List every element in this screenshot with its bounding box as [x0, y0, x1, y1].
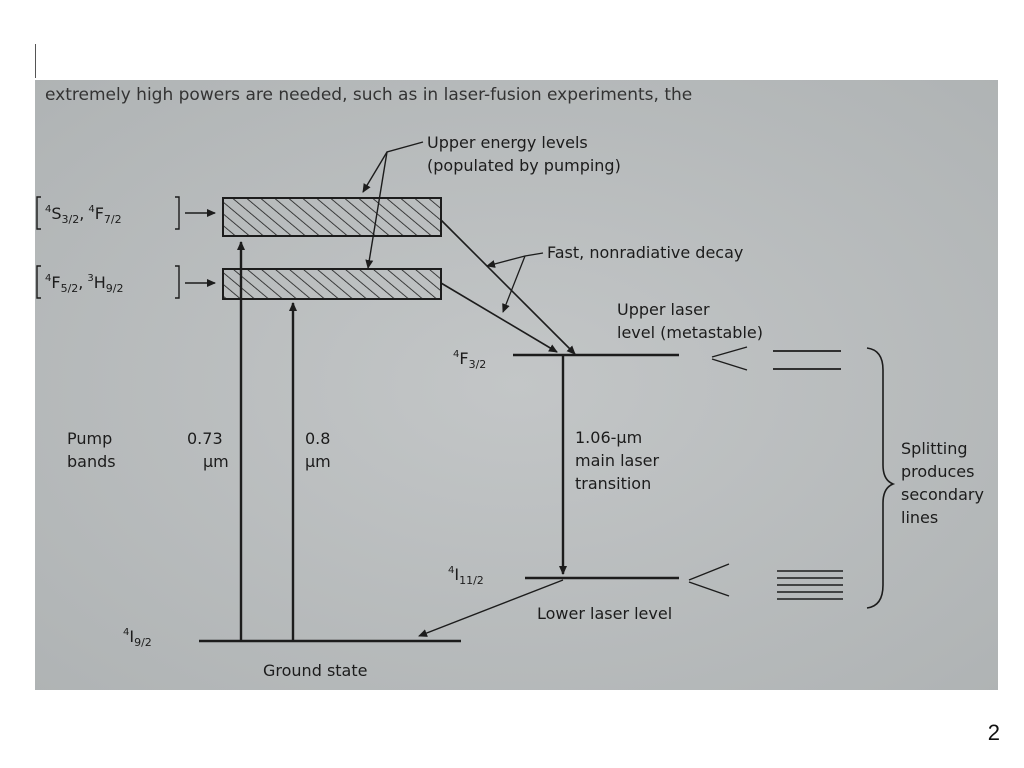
pump-073-line2: μm — [203, 452, 229, 471]
decay-arrow-upper — [440, 219, 576, 355]
upper-energy-levels-label-line2: (populated by pumping) — [427, 156, 621, 175]
energy-level-diagram: extremely high powers are needed, such a… — [35, 80, 998, 690]
pump-073-line1: 0.73 — [187, 429, 223, 448]
pump-bands-line1: Pump — [67, 429, 112, 448]
pump-band-lower — [222, 268, 442, 300]
f52-term: F — [51, 273, 60, 292]
upper-split-fan-top — [711, 346, 748, 358]
upper-split-fan-bottom — [711, 358, 748, 371]
lower-laser-level-label: Lower laser level — [537, 604, 672, 623]
level-i92-label: 4I9/2 — [123, 627, 152, 649]
s32-sep: , — [79, 204, 84, 223]
slide-divider — [35, 44, 36, 78]
energy-level-diagram-photo: extremely high powers are needed, such a… — [35, 80, 998, 690]
laser-transition-line3: transition — [575, 474, 651, 493]
s32-sup: 4 — [45, 204, 51, 215]
f72-sub: 7/2 — [104, 213, 122, 226]
f72-term: F — [95, 204, 104, 223]
upper-laser-level-line2: level (metastable) — [617, 323, 763, 342]
f52-sub: 5/2 — [61, 282, 79, 295]
pump-bands-line2: bands — [67, 452, 116, 471]
ground-state-label: Ground state — [263, 661, 367, 680]
decay-pointer-2 — [502, 255, 526, 313]
page-number: 2 — [987, 720, 1000, 745]
paper-background — [35, 80, 998, 690]
s32-sub: 3/2 — [62, 213, 80, 226]
lower-to-ground-arrow — [418, 579, 564, 637]
top-cutoff-text: extremely high powers are needed, such a… — [45, 85, 692, 105]
level-label-f52-h92: 4F5/2, 3H9/2 — [36, 265, 180, 299]
splitting-brace — [866, 347, 896, 609]
laser-transition-line2: main laser — [575, 451, 659, 470]
level-f32-label: 4F3/2 — [453, 349, 486, 371]
lower-split-fan-bottom — [688, 581, 730, 597]
splitting-line2: produces — [901, 462, 974, 481]
svg-text:4F5/2,3H9/2: 4F5/2, 3H9/2 — [45, 273, 123, 295]
f52-sup: 4 — [45, 273, 51, 284]
pump-08-line2: μm — [305, 452, 331, 471]
s32-term: S — [51, 204, 61, 223]
f72-sup: 4 — [88, 204, 94, 215]
splitting-line3: secondary — [901, 485, 984, 504]
svg-text:4S3/2,4F7/2: 4S3/2,4F7/2 — [45, 204, 122, 226]
splitting-line1: Splitting — [901, 439, 968, 458]
laser-transition-line1: 1.06-μm — [575, 428, 642, 447]
decay-arrow-lower — [440, 282, 558, 353]
h92-term: H — [94, 273, 106, 292]
h92-sub: 9/2 — [106, 282, 124, 295]
pump-08-line1: 0.8 — [305, 429, 330, 448]
f52-sep: , — [78, 273, 83, 292]
level-i112-label: 4I11/2 — [448, 565, 484, 587]
upper-laser-level-line1: Upper laser — [617, 300, 710, 319]
h92-sup: 3 — [87, 273, 93, 284]
pump-band-upper — [222, 197, 442, 237]
upper-energy-levels-label-line1: Upper energy levels — [427, 133, 588, 152]
decay-label: Fast, nonradiative decay — [547, 243, 743, 262]
lower-split-fan-top — [688, 563, 730, 581]
splitting-line4: lines — [901, 508, 938, 527]
level-label-s32-f72: 4S3/2,4F7/2 — [36, 196, 180, 230]
